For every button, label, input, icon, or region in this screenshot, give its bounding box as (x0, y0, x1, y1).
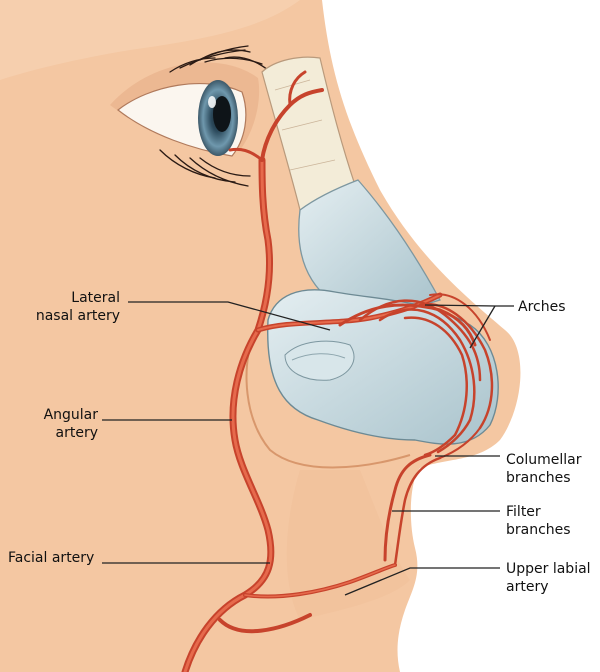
upper-lip (286, 470, 410, 620)
upper-lateral-cartilage (298, 179, 441, 309)
label-arches: Arches (518, 299, 566, 315)
leader-upper-labial (344, 567, 500, 596)
label-lateral-nasal-artery: Lateral nasal artery (35, 290, 120, 324)
leader-lateral-nasal (128, 301, 331, 331)
eyelashes (159, 45, 269, 187)
label-angular-artery: Angular artery (43, 407, 98, 441)
eye-highlight (208, 96, 216, 108)
label-filter-branches: Filter branches (506, 504, 571, 538)
pupil (213, 96, 231, 132)
nostril-fold (291, 353, 346, 361)
arteries (181, 70, 494, 672)
label-columellar-branches: Columellar branches (506, 452, 582, 486)
nostril (284, 340, 355, 381)
brow-shading (0, 0, 300, 80)
alar-crease (245, 329, 411, 469)
label-facial-artery: Facial artery (8, 550, 95, 566)
leader-arches-2 (469, 305, 496, 349)
label-upper-labial-artery: Upper labial artery (506, 561, 591, 595)
leader-lines (102, 301, 514, 596)
